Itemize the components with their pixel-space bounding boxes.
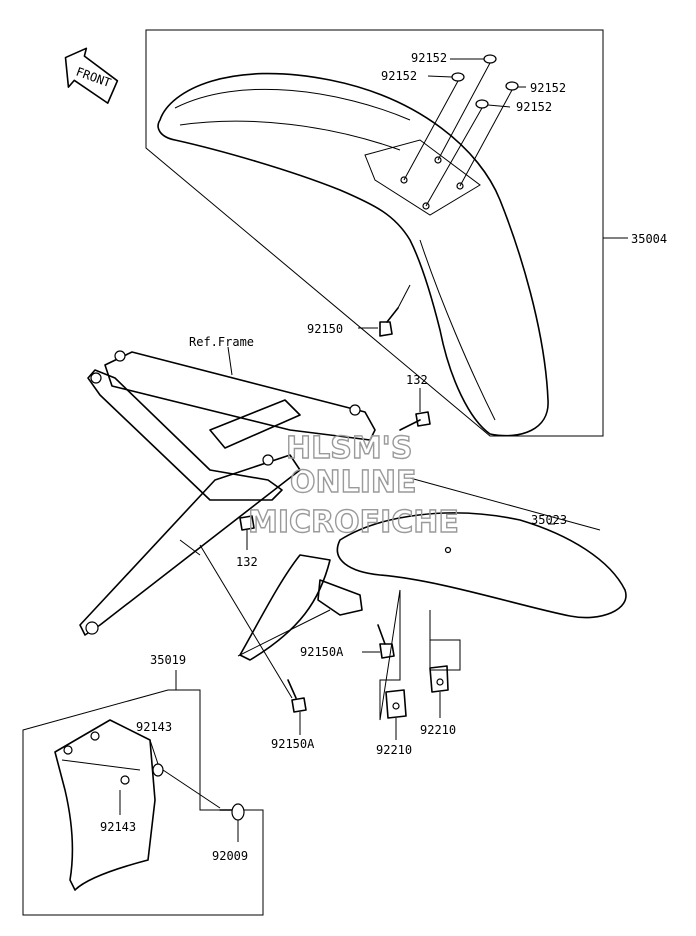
rear-subframe: [79, 346, 376, 636]
label-92150a-mid: 92150A: [300, 645, 344, 659]
front-arrow-icon: FRONT: [64, 47, 119, 104]
label-92143-top: 92143: [136, 720, 172, 734]
label-92210-a: 92210: [420, 723, 456, 737]
front-fender-group-outline: [145, 29, 604, 437]
bolt-92150a-low: [199, 544, 307, 735]
bolt-132-lower: [239, 515, 255, 550]
screw-92009: [219, 803, 245, 842]
label-35004: 35004: [631, 232, 667, 246]
label-92210-b: 92210: [376, 743, 412, 757]
bolt-92150a-mid: [362, 624, 395, 659]
washer-92152-group: [403, 54, 526, 207]
watermark-line-2: ONLINE: [290, 465, 417, 500]
rear-fender: [237, 477, 627, 661]
label-132-upper: 132: [406, 373, 428, 387]
washer-92143-group: [119, 739, 221, 815]
label-92143-bottom: 92143: [100, 820, 136, 834]
nut-92210-group: [379, 589, 461, 740]
front-arrow-label: FRONT: [74, 65, 113, 91]
label-92152-c: 92152: [530, 81, 566, 95]
label-92150a-low: 92150A: [271, 737, 315, 751]
watermark-line-3: MICROFICHE: [248, 505, 459, 540]
watermark-line-1: HLSM'S: [286, 431, 412, 466]
label-92152-a: 92152: [411, 51, 447, 65]
label-92152-b: 92152: [381, 69, 417, 83]
label-35023: 35023: [531, 513, 567, 527]
bolt-92150: [358, 284, 411, 337]
label-92152-d: 92152: [516, 100, 552, 114]
watermark: HLSM'S ONLINE MICROFICHE: [247, 430, 459, 540]
bolt-132-upper: [399, 388, 431, 431]
label-ref-frame: Ref.Frame: [189, 335, 254, 349]
label-92009: 92009: [212, 849, 248, 863]
label-92150: 92150: [307, 322, 343, 336]
mud-guard: [54, 719, 156, 891]
front-fender: [157, 72, 549, 437]
label-132-lower: 132: [236, 555, 258, 569]
label-35019: 35019: [150, 653, 186, 667]
